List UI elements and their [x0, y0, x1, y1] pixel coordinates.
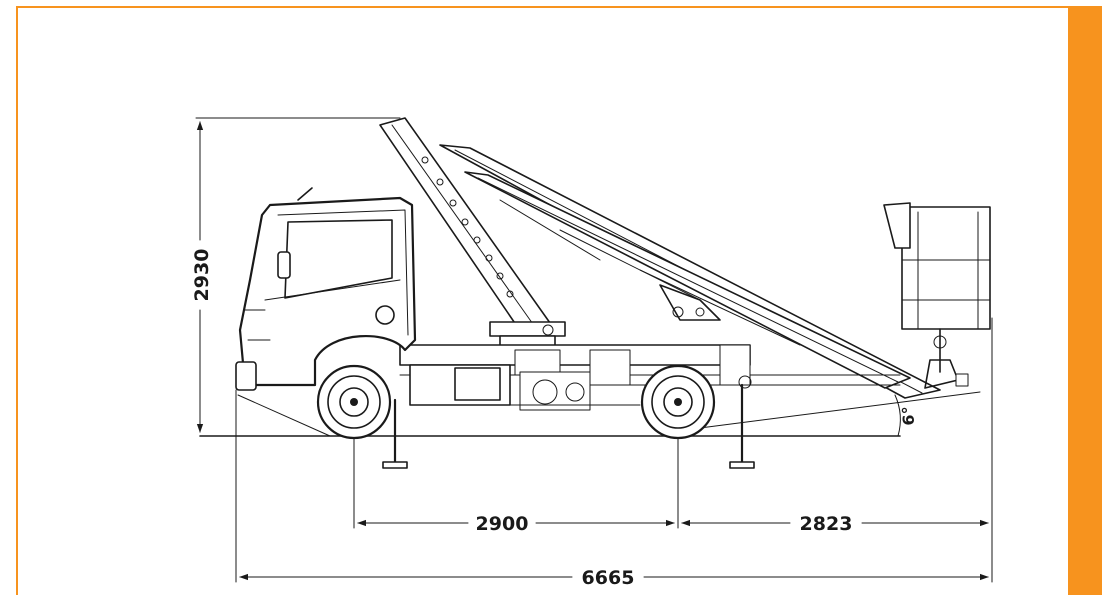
truck-cab — [235, 187, 417, 391]
rear-overhang-dimension — [681, 317, 993, 583]
overall-length-dimension-label: 6665 — [582, 567, 635, 589]
rear-overhang-dimension-label: 2823 — [800, 513, 853, 535]
wheelbase-dimension-label: 2900 — [476, 513, 529, 535]
front-stabiliser — [382, 398, 408, 469]
accent-side-bar — [1068, 6, 1102, 595]
front-wheel — [316, 364, 392, 440]
angle-label: 6° — [899, 406, 918, 425]
frame-top-border — [16, 6, 1068, 8]
height-dimension — [195, 117, 401, 433]
angle-annotation — [894, 394, 901, 437]
boom-holes — [421, 156, 514, 298]
rear-wheel — [640, 364, 716, 440]
overall-length-dimension — [235, 389, 989, 583]
frame-left-border — [16, 6, 18, 595]
work-basket — [883, 202, 991, 389]
rear-stabiliser — [729, 383, 755, 469]
height-dimension-label: 2930 — [191, 249, 213, 302]
wheelbase-dimension — [353, 437, 679, 529]
telescopic-boom — [379, 117, 941, 399]
chassis-frame — [237, 344, 981, 437]
